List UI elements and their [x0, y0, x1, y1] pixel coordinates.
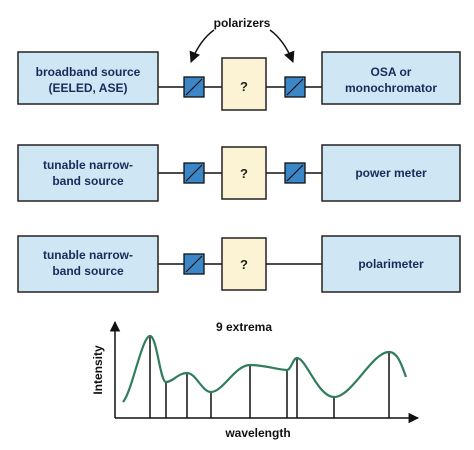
detector-box: [321, 235, 461, 293]
extrema-markers: [149, 336, 390, 418]
sample-label: ?: [240, 79, 248, 94]
x-axis-label: wavelength: [224, 426, 290, 440]
setup-row-2: tunable narrow- band source ? power mete…: [17, 144, 461, 202]
input-polarizer-icon: [183, 253, 205, 275]
detector-label-line2: monochromator: [345, 81, 437, 95]
detector-label-line1: OSA or: [371, 65, 412, 79]
arrow-to-output-polarizer: [269, 29, 295, 64]
polarizers-label: polarizers: [214, 16, 271, 30]
source-label-line1: tunable narrow-: [43, 158, 133, 172]
source-box: [17, 144, 159, 202]
input-polarizer-icon: [183, 162, 205, 184]
source-box: [17, 235, 159, 293]
source-label-line2: (EELED, ASE): [49, 81, 128, 95]
intensity-curve: [122, 334, 408, 403]
source-label-line2: band source: [52, 174, 124, 188]
detector-box: [321, 51, 461, 105]
plot-title: 9 extrema: [216, 320, 272, 334]
source-box: [17, 51, 159, 105]
sample-label: ?: [240, 166, 248, 181]
sample-box: [221, 57, 267, 111]
setup-row-3: tunable narrow- band source ? polarimete…: [17, 235, 461, 293]
source-label-line2: band source: [52, 264, 124, 278]
source-label-line1: tunable narrow-: [43, 248, 133, 262]
extrema-plot: 9 extrema wavelength Intensity: [91, 320, 420, 440]
sample-box: [221, 237, 267, 291]
setup-row-1: broadband source (EELED, ASE) ? OSA or m…: [17, 51, 461, 111]
output-polarizer-icon: [284, 162, 306, 184]
y-axis-label: Intensity: [91, 345, 105, 395]
detector-box: [321, 144, 461, 202]
arrow-to-input-polarizer: [189, 29, 215, 64]
input-polarizer-icon: [183, 76, 205, 98]
detector-label: power meter: [355, 166, 427, 180]
output-polarizer-icon: [284, 76, 306, 98]
sample-label: ?: [240, 257, 248, 272]
detector-label: polarimeter: [358, 257, 424, 271]
source-label-line1: broadband source: [36, 65, 141, 79]
sample-box: [221, 146, 267, 200]
